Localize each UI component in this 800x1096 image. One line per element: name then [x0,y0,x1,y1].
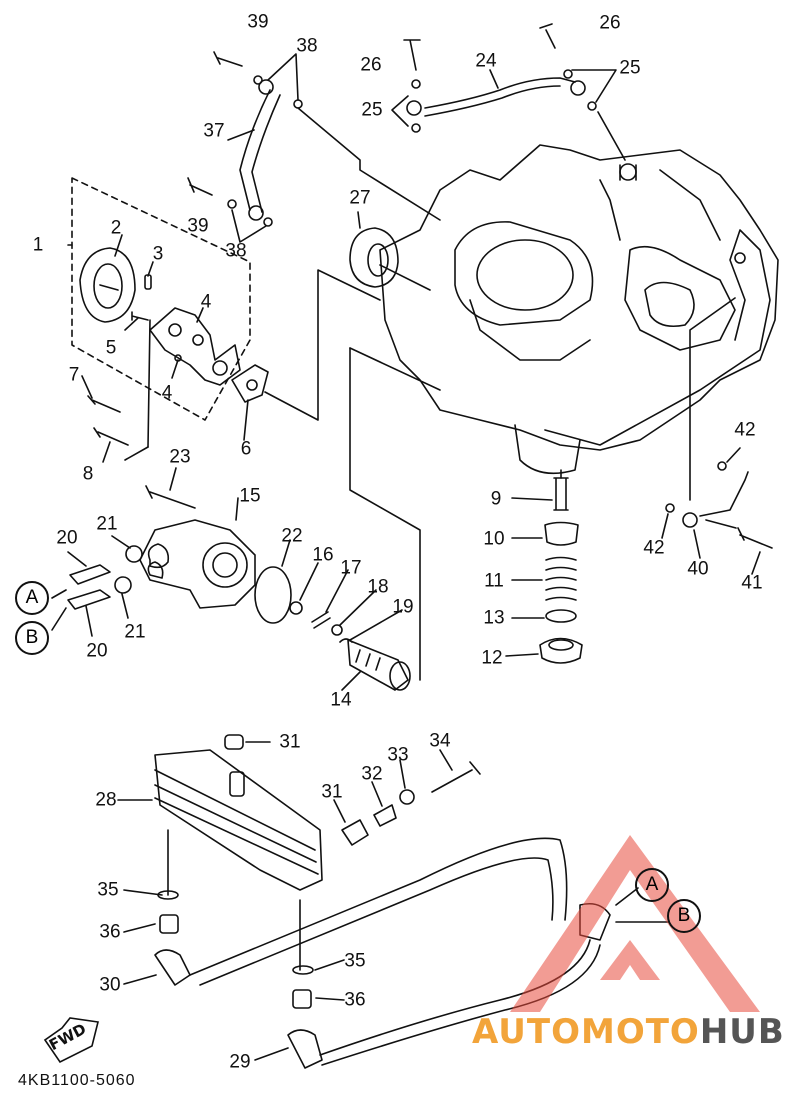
part-label: 20 [86,640,108,662]
part-label: 36 [344,989,366,1011]
part-label: 23 [169,446,191,468]
part-label: 7 [68,364,80,386]
oil-cooler [154,749,323,891]
fwd-arrow-icon [43,1017,99,1064]
part-label: 31 [321,781,343,803]
part-label: 20 [56,527,78,549]
part-label: 19 [392,596,414,618]
part-label: 31 [279,731,301,753]
part-label: 35 [97,879,119,901]
part-label: 28 [95,789,117,811]
part-label: 16 [312,544,334,566]
part-label: 21 [124,621,146,643]
part-label: 14 [330,689,352,711]
part-label: 3 [152,243,164,265]
part-label: 21 [96,513,118,535]
part-label: 13 [483,607,505,629]
part-label: 42 [643,537,665,559]
part-label: 33 [387,744,409,766]
part-label: 22 [281,525,303,547]
part-label: 9 [490,488,502,510]
part-label: 15 [239,485,261,507]
part-label: 26 [360,54,382,76]
part-label: 17 [340,557,362,579]
part-label: 37 [203,120,225,142]
watermark-part1: AUTO [472,1012,581,1052]
part-label: 39 [247,11,269,33]
part-label: 1 [32,234,44,256]
part-label: 34 [429,730,451,752]
part-label: 10 [483,528,505,550]
part-label: 38 [225,240,247,262]
part-label: 12 [481,647,503,669]
part-label: 25 [361,99,383,121]
connector-a: A [15,581,49,615]
part-label: 27 [349,187,371,209]
part-label: 2 [110,217,122,239]
part-label: 6 [240,438,252,460]
part-label: 25 [619,57,641,79]
part-label: 39 [187,215,209,237]
part-label: 5 [105,337,117,359]
crankcase-outline [379,144,779,451]
part-label: 30 [99,974,121,996]
part-label: 4 [161,382,173,404]
watermark-part2: MOTO [580,1012,700,1052]
watermark-part3: HUB [699,1012,785,1052]
part-label: 36 [99,921,121,943]
diagram-code: 4KB1100-5060 [18,1072,136,1089]
part-label: 41 [741,572,763,594]
part-label: 38 [296,35,318,57]
part-label: 4 [200,291,212,313]
part-label: 11 [484,570,504,592]
connector-b: B [667,899,701,933]
part-label: 24 [475,50,497,72]
pump-gear [79,247,136,323]
part-label: 29 [229,1051,251,1073]
part-label: 42 [734,419,756,441]
part-label: 35 [344,950,366,972]
connector-a: A [635,868,669,902]
part-label: 32 [361,763,383,785]
part-label: 8 [82,463,94,485]
watermark-triangle [510,835,760,1012]
connector-b: B [15,621,49,655]
watermark: AUTOMOTOHUB [472,1012,785,1052]
part-label: 40 [687,558,709,580]
part-label: 26 [599,12,621,34]
part-label: 18 [367,576,389,598]
